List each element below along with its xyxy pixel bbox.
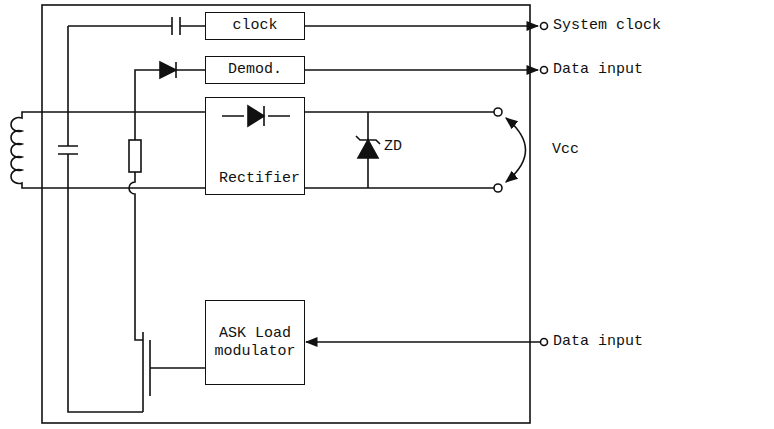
signal-label: ZD [384, 138, 402, 156]
modulator-wire [129, 112, 143, 340]
block-label: clock [232, 17, 277, 35]
data-in-arrow [306, 341, 540, 343]
demod-wire [135, 70, 205, 112]
zener-bar [356, 136, 380, 144]
vcc-arrow [506, 118, 526, 182]
capacitor-symbol [58, 146, 78, 154]
housing-outline [42, 5, 530, 423]
data-in-terminal [541, 339, 548, 346]
supply-wires [305, 112, 494, 188]
signal-label: Data input [553, 333, 643, 351]
diode-symbol [160, 62, 176, 78]
block-label: Rectifier [219, 170, 300, 188]
ground-wire [68, 26, 143, 412]
signal-label: Data input [553, 61, 643, 79]
zener-diode [358, 140, 378, 158]
function-block: clock [205, 12, 305, 40]
data-out-terminal [541, 67, 548, 74]
function-block: Demod. [205, 56, 305, 84]
block-label: Demod. [228, 61, 282, 79]
data-out-arrow [305, 69, 538, 71]
signal-label: System clock [553, 17, 661, 35]
gnd-terminal [494, 184, 502, 192]
block-label: ASK Load modulator [210, 325, 300, 361]
signal-label: Vcc [552, 141, 579, 159]
vcc-terminal [494, 108, 502, 116]
clock-wire [68, 25, 205, 27]
function-block: Rectifier [205, 97, 305, 195]
function-block: ASK Load modulator [205, 300, 305, 385]
resistor-symbol [129, 140, 141, 172]
transistor-symbol [143, 332, 205, 412]
clock-terminal [541, 23, 548, 30]
rectifier-diode [248, 106, 264, 126]
clock-out-arrow [305, 25, 538, 27]
coupling-capacitor [172, 17, 180, 35]
antenna-coil [11, 112, 42, 188]
coil-wires [42, 112, 205, 188]
